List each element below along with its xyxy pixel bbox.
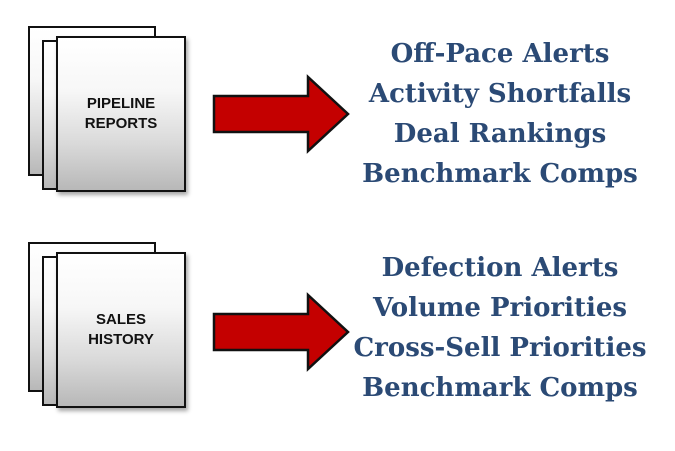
sales-source-line2: HISTORY	[88, 331, 154, 348]
sales-group: SALES HISTORY Defection Alerts Volume Pr…	[0, 238, 675, 428]
sales-output-item: Benchmark Comps	[362, 373, 638, 403]
document-page-front: PIPELINE REPORTS	[56, 36, 186, 192]
pipeline-output-item: Benchmark Comps	[362, 159, 638, 189]
sales-outputs-list: Defection Alerts Volume Priorities Cross…	[350, 248, 650, 408]
document-page-front: SALES HISTORY	[56, 252, 186, 408]
sales-output-item: Cross-Sell Priorities	[353, 333, 647, 363]
sales-source-line1: SALES	[95, 311, 146, 328]
right-arrow-icon	[212, 292, 350, 372]
sales-output-item: Volume Priorities	[372, 293, 628, 323]
pipeline-source-label: PIPELINE REPORTS	[58, 94, 184, 134]
pipeline-outputs-list: Off-Pace Alerts Activity Shortfalls Deal…	[350, 34, 650, 194]
pipeline-output-item: Off-Pace Alerts	[390, 39, 610, 69]
pipeline-group: PIPELINE REPORTS Off-Pace Alerts Activit…	[0, 22, 675, 212]
sales-document-stack-icon: SALES HISTORY	[24, 238, 194, 428]
pipeline-source-line1: PIPELINE	[86, 95, 156, 112]
right-arrow-icon	[212, 74, 350, 154]
sales-output-item: Defection Alerts	[381, 253, 619, 283]
pipeline-output-item: Deal Rankings	[393, 119, 607, 149]
pipeline-source-line2: REPORTS	[84, 115, 158, 132]
pipeline-document-stack-icon: PIPELINE REPORTS	[24, 22, 194, 212]
pipeline-output-item: Activity Shortfalls	[368, 79, 632, 109]
sales-source-label: SALES HISTORY	[58, 310, 184, 350]
